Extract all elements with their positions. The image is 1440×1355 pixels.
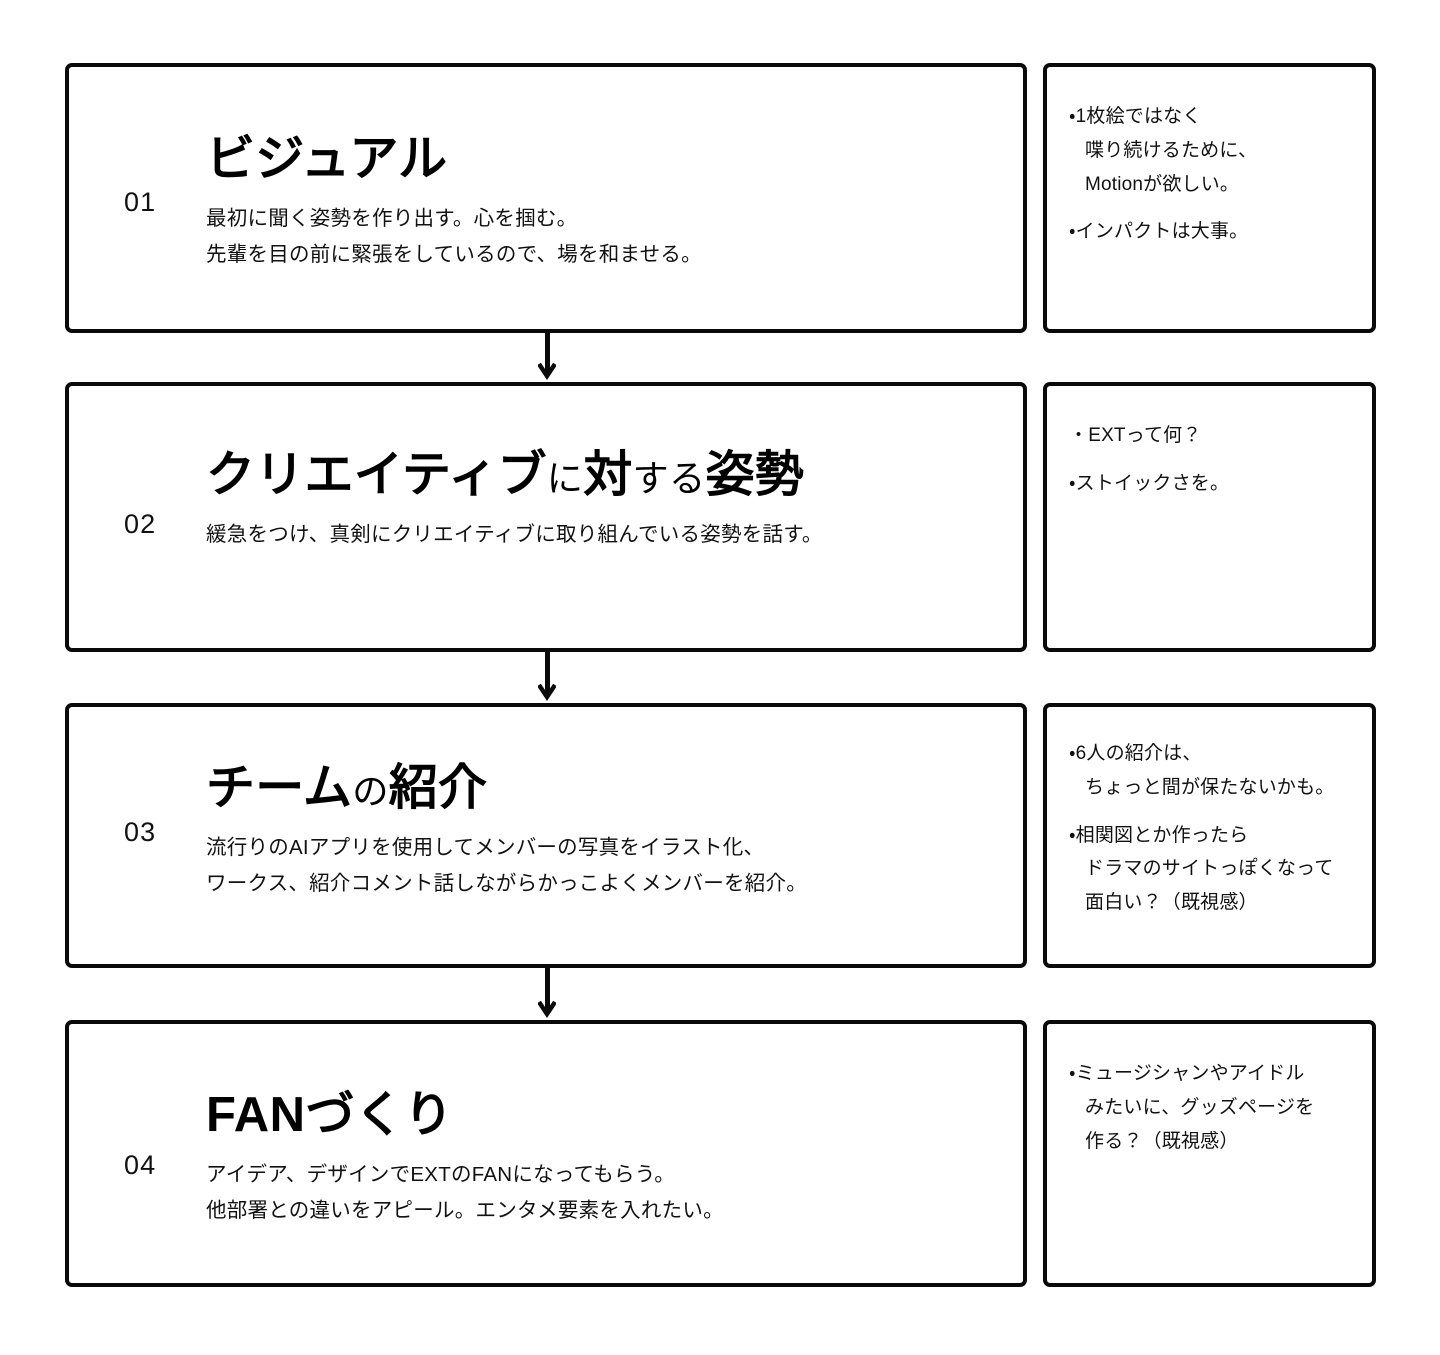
note-bullet: ・ (1069, 1063, 1076, 1084)
note-line: 面白い？（既視感） (1085, 892, 1258, 914)
note-line: ドラマのサイトっぽくなって (1085, 858, 1334, 880)
note-list-02: ・EXTって何？ ・ストイックさを。 (1069, 419, 1358, 501)
note-line: ・相関図とか作ったら (1069, 819, 1358, 853)
step-index-04: 04 (124, 1150, 157, 1180)
step-title-part: に (546, 458, 584, 499)
note-box-02[interactable]: ・EXTって何？ ・ストイックさを。 (1043, 382, 1376, 652)
arrow-shaft (545, 652, 550, 694)
step-box-01[interactable]: 01 ビジュアル 最初に聞く姿勢を作り出す。心を掴む。 先輩を目の前に緊張をして… (65, 63, 1027, 333)
step-description-line: 他部署との違いをアピール。エンタメ要素を入れたい。 (206, 1199, 724, 1223)
step-index-02: 02 (124, 509, 157, 539)
note-line: ・EXTって何？ (1069, 419, 1358, 453)
step-content-04: FANづくり アイデア、デザインでEXTのFANになってもらう。 他部署との違い… (206, 1088, 999, 1230)
arrow-step-03-to-04 (538, 968, 556, 1020)
note-line: Motionが欲しい。 (1085, 173, 1240, 195)
arrow-head-icon (538, 363, 556, 381)
note-text: ストイックさを。 (1075, 472, 1230, 494)
note-box-03[interactable]: ・6人の紹介は、 ちょっと間が保たないかも。 ・相関図とか作ったら ドラマのサイ… (1043, 703, 1376, 968)
step-description-03: 流行りのAIアプリを使用してメンバーの写真をイラスト化、 ワークス、紹介コメント… (206, 830, 999, 903)
note-list-03: ・6人の紹介は、 ちょっと間が保たないかも。 ・相関図とか作ったら ドラマのサイ… (1069, 737, 1358, 920)
step-description-line: 最初に聞く姿勢を作り出す。心を掴む。 (206, 206, 578, 230)
step-description-01: 最初に聞く姿勢を作り出す。心を掴む。 先輩を目の前に緊張をしているので、場を和ま… (206, 201, 999, 274)
arrow-shaft (545, 968, 550, 1011)
step-title-part: チーム (206, 761, 353, 815)
note-item: ・1枚絵ではなく 喋り続けるために、 Motionが欲しい。 (1069, 100, 1358, 201)
step-description-04: アイデア、デザインでEXTのFANになってもらう。 他部署との違いをアピール。エ… (206, 1157, 999, 1230)
note-item: ・相関図とか作ったら ドラマのサイトっぽくなって 面白い？（既視感） (1069, 819, 1358, 920)
step-description-line: 緩急をつけ、真剣にクリエイティブに取り組んでいる姿勢を話す。 (206, 522, 823, 546)
note-text: 1枚絵ではなく (1075, 106, 1202, 127)
arrow-head-icon (538, 1001, 556, 1019)
step-title-04: FANづくり (206, 1088, 999, 1143)
note-line: ちょっと間が保たないかも。 (1085, 776, 1335, 798)
step-description-line: ワークス、紹介コメント話しながらかっこよくメンバーを紹介。 (206, 872, 808, 896)
arrow-shaft (545, 333, 550, 373)
note-text: 6人の紹介は、 (1075, 743, 1202, 764)
note-line: みたいに、グッズページを (1085, 1096, 1315, 1118)
note-bullet: ・ (1069, 106, 1076, 127)
step-title-part: ビジュアル (206, 132, 448, 186)
note-bullet: ・ (1069, 221, 1076, 243)
note-item: ・EXTって何？ (1069, 419, 1358, 453)
note-line: ・1枚絵ではなく (1069, 100, 1358, 134)
step-title-part: の (352, 771, 389, 812)
step-index-01: 01 (124, 187, 157, 217)
step-title-02: クリエイティブに対する姿勢 (206, 448, 999, 503)
step-description-line: 流行りのAIアプリを使用してメンバーの写真をイラスト化、 (206, 835, 765, 859)
note-box-04[interactable]: ・ミュージシャンやアイドル みたいに、グッズページを 作る？（既視感） (1043, 1020, 1376, 1287)
step-title-part: 姿勢 (705, 448, 805, 502)
step-title-part: クリエイティブ (206, 448, 547, 502)
step-content-01: ビジュアル 最初に聞く姿勢を作り出す。心を掴む。 先輩を目の前に緊張をしているの… (206, 132, 999, 274)
note-text: ミュージシャンやアイドル (1075, 1063, 1305, 1084)
step-title-part: づくり (305, 1088, 454, 1142)
step-description-02: 緩急をつけ、真剣にクリエイティブに取り組んでいる姿勢を話す。 (206, 517, 999, 553)
note-item: ・ミュージシャンやアイドル みたいに、グッズページを 作る？（既視感） (1069, 1057, 1358, 1158)
note-list-04: ・ミュージシャンやアイドル みたいに、グッズページを 作る？（既視感） (1069, 1057, 1358, 1158)
step-title-part: 紹介 (388, 761, 488, 815)
note-item: ・ストイックさを。 (1069, 467, 1358, 501)
note-text: 相関図とか作ったら (1075, 824, 1249, 846)
step-content-02: クリエイティブに対する姿勢 緩急をつけ、真剣にクリエイティブに取り組んでいる姿勢… (206, 448, 999, 553)
arrow-head-icon (538, 684, 556, 702)
step-title-part: 対 (583, 448, 633, 502)
step-title-01: ビジュアル (206, 132, 999, 187)
note-bullet: ・ (1069, 743, 1076, 764)
step-description-line: 先輩を目の前に緊張をしているので、場を和ませる。 (206, 243, 702, 267)
step-title-03: チームの紹介 (206, 761, 999, 816)
note-box-01[interactable]: ・1枚絵ではなく 喋り続けるために、 Motionが欲しい。 ・インパクトは大事… (1043, 63, 1376, 333)
note-line: 喋り続けるために、 (1085, 139, 1258, 161)
step-index-03: 03 (124, 817, 157, 847)
note-list-01: ・1枚絵ではなく 喋り続けるために、 Motionが欲しい。 ・インパクトは大事… (1069, 100, 1358, 249)
arrow-step-02-to-03 (538, 652, 556, 703)
step-title-part: FAN (206, 1088, 306, 1142)
note-item: ・6人の紹介は、 ちょっと間が保たないかも。 (1069, 737, 1358, 805)
note-bullet: ・ (1069, 425, 1089, 446)
note-line: 作る？（既視感） (1085, 1130, 1239, 1152)
arrow-step-01-to-02 (538, 333, 556, 382)
note-bullet: ・ (1069, 472, 1076, 494)
step-box-04[interactable]: 04 FANづくり アイデア、デザインでEXTのFANになってもらう。 他部署と… (65, 1020, 1027, 1287)
note-text: インパクトは大事。 (1075, 221, 1249, 243)
step-title-part: する (632, 458, 706, 499)
note-line: ・ミュージシャンやアイドル (1069, 1057, 1358, 1091)
note-bullet: ・ (1069, 824, 1076, 846)
note-line: ・ストイックさを。 (1069, 467, 1358, 501)
step-content-03: チームの紹介 流行りのAIアプリを使用してメンバーの写真をイラスト化、 ワークス… (206, 761, 999, 903)
note-text: EXTって何？ (1088, 425, 1202, 446)
note-item: ・インパクトは大事。 (1069, 215, 1358, 249)
step-box-03[interactable]: 03 チームの紹介 流行りのAIアプリを使用してメンバーの写真をイラスト化、 ワ… (65, 703, 1027, 968)
note-line: ・インパクトは大事。 (1069, 215, 1358, 249)
step-box-02[interactable]: 02 クリエイティブに対する姿勢 緩急をつけ、真剣にクリエイティブに取り組んでい… (65, 382, 1027, 652)
note-line: ・6人の紹介は、 (1069, 737, 1358, 771)
step-description-line: アイデア、デザインでEXTのFANになってもらう。 (206, 1162, 676, 1186)
